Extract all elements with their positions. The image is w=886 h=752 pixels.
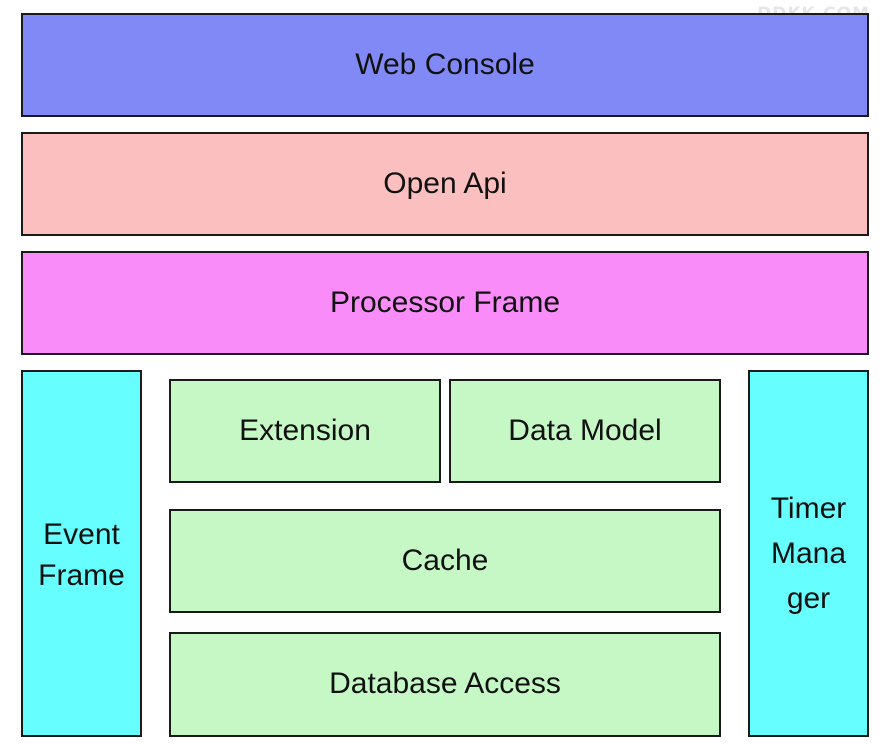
event-frame-label: Event Frame xyxy=(38,513,125,594)
processor-frame-label: Processor Frame xyxy=(329,285,561,319)
timer-manager-label: Timer Mana ger xyxy=(771,486,847,621)
cache-label: Cache xyxy=(401,543,489,577)
data-model-module: Data Model xyxy=(449,379,721,483)
database-access-label: Database Access xyxy=(329,667,561,701)
extension-label: Extension xyxy=(239,413,371,447)
open-api-label: Open Api xyxy=(383,166,507,200)
processor-frame-layer: Processor Frame xyxy=(21,251,869,355)
event-frame-line: Frame xyxy=(38,558,125,592)
web-console-label: Web Console xyxy=(355,47,535,81)
data-model-label: Data Model xyxy=(508,413,662,447)
database-access-module: Database Access xyxy=(169,632,721,737)
web-console-layer: Web Console xyxy=(21,13,869,117)
open-api-layer: Open Api xyxy=(21,132,869,236)
timer-manager-line: Timer xyxy=(770,492,847,525)
extension-module: Extension xyxy=(169,379,441,483)
timer-manager-line: ger xyxy=(786,582,831,615)
event-frame-column: Event Frame xyxy=(21,370,142,737)
timer-manager-column: Timer Mana ger xyxy=(748,370,869,737)
timer-manager-line: Mana xyxy=(770,537,847,570)
event-frame-line: Event xyxy=(43,517,120,551)
cache-module: Cache xyxy=(169,509,721,613)
